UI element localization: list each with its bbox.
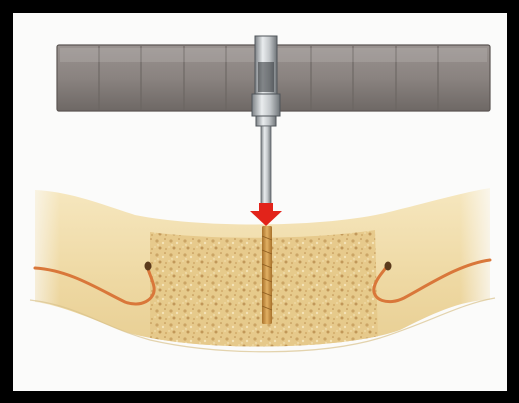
implant-pin-icon: [262, 226, 272, 324]
